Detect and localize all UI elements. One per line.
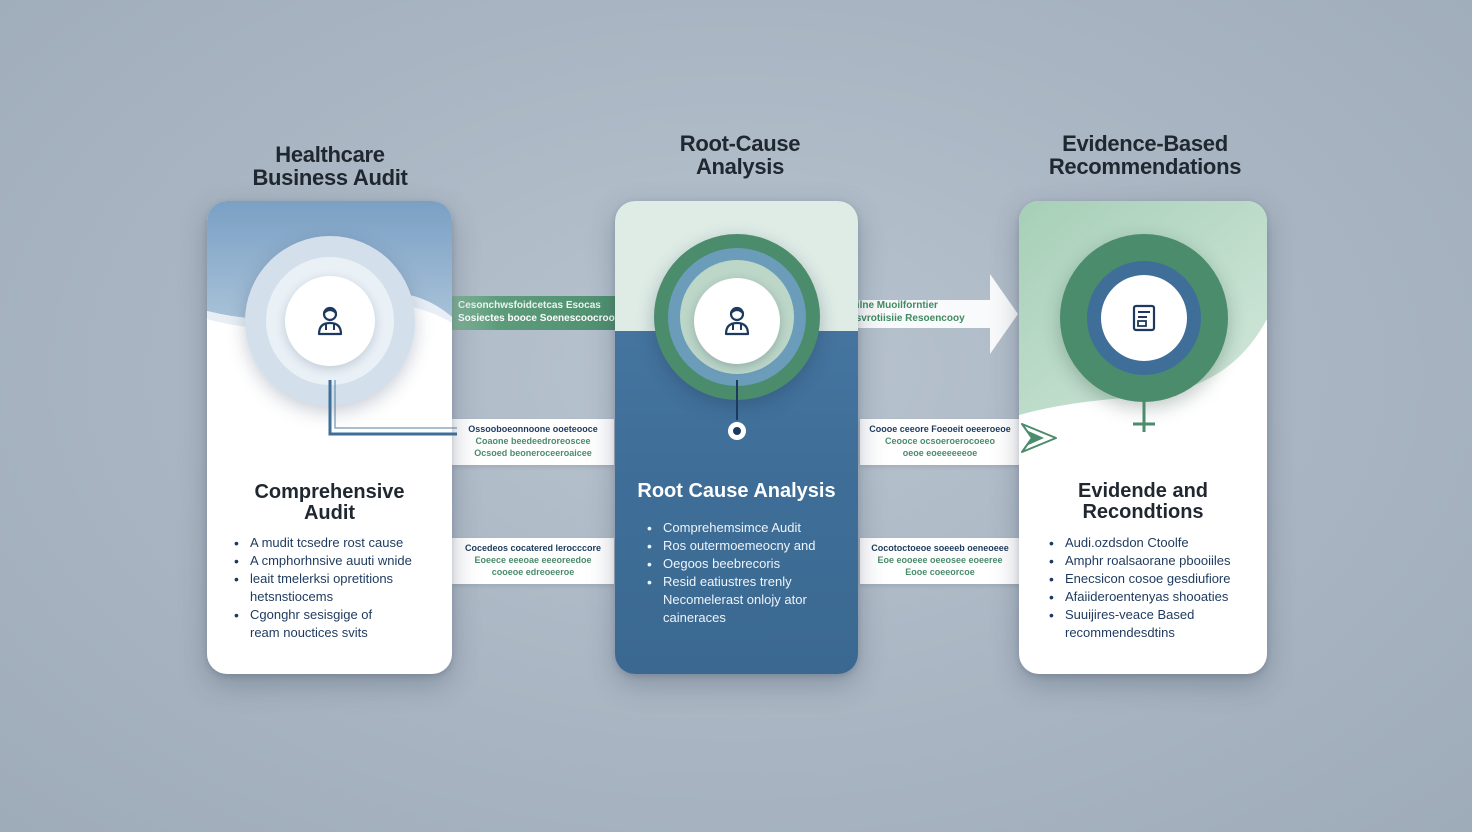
- connector-line: Eoeece eeeoae eeeoreedoe: [474, 555, 592, 565]
- card-audit-connector-line: [328, 380, 457, 436]
- banner-line: Bsess Bsecssvrotiisiie Resoencooy: [794, 313, 965, 324]
- list-item: recommendesdtins: [1065, 625, 1175, 640]
- list-item: A cmphorhnsive auuti wnide: [232, 552, 442, 570]
- connector-line: Coooe ceeore Foeoeit oeeeroeoe: [869, 424, 1011, 434]
- connector-line: Ceooce ocsoeroerocoeeo: [884, 436, 996, 446]
- stage-title-line: Evidence-Based: [1062, 131, 1228, 156]
- list-item: Cgonghr sesisgige of: [232, 606, 442, 624]
- list-item: Oegoos beebrecoris: [645, 555, 850, 573]
- list-item: Enecsicon cosoe gesdiufiore: [1047, 570, 1262, 588]
- document-icon: [1132, 304, 1156, 332]
- small-arrow-icon: [1021, 423, 1057, 453]
- card-heading-line: Evidende and: [1077, 480, 1209, 502]
- connector-line: Cocedeos cocatered lerocccore: [464, 543, 602, 553]
- connector-line: Eooe coeeorcoe: [905, 567, 975, 577]
- banner-line: Ecoocter socilne Muoilforntier: [794, 300, 938, 311]
- stage-title-line: Business Audit: [252, 165, 408, 190]
- card-audit-icon-disc: [285, 276, 375, 366]
- list-item: A mudit tcsedre rost cause: [232, 534, 442, 552]
- banner-line: Cesonchwsfoidcetcas Esocas: [458, 300, 601, 311]
- list-item: Amphr roalsaorane pbooiiles: [1047, 552, 1262, 570]
- card-root-cause-heading: Root Cause Analysis: [615, 481, 858, 502]
- card-audit-bullets: A mudit tcsedre rost cause A cmphorhnsiv…: [232, 534, 442, 642]
- doctor-icon: [724, 306, 750, 336]
- list-item: Resid eatiustres trenly: [645, 573, 850, 591]
- top-banner-right: Ecoocter socilne Muoilforntier Bsess Bse…: [794, 296, 984, 325]
- card-heading-line: Root Cause Analysis: [637, 480, 836, 502]
- connector-2-upper: Coooe ceeore Foeoeit oeeeroeoe Ceooce oc…: [860, 419, 1020, 465]
- list-item: Suuijires-veace Based: [1047, 606, 1262, 624]
- card-root-cause-bullets: Comprehemsimce Audit Ros outermoemeocny …: [645, 519, 850, 627]
- card-audit-heading: Comprehensive Audit: [207, 482, 452, 524]
- stage-title-root-cause: Root-Cause Analysis: [630, 132, 850, 178]
- card-heading-line: Recondtions: [1082, 501, 1204, 523]
- list-item: caineraces: [663, 610, 726, 625]
- card-root-cause-pin: [728, 380, 746, 440]
- connector-line: Coaone beedeedroreoscee: [475, 436, 591, 446]
- connector-line: Eoe eooeee oeeosee eoeeree: [877, 555, 1003, 565]
- doctor-icon: [317, 306, 343, 336]
- card-recommendations-icon-disc: [1101, 275, 1187, 361]
- card-root-cause-icon-disc: [694, 278, 780, 364]
- top-banner-left: Cesonchwsfoidcetcas Esocas Sosiectes boo…: [458, 296, 688, 325]
- connector-1-lower: Cocedeos cocatered lerocccore Eoeece eee…: [452, 538, 614, 584]
- stage-title-line: Recommendations: [1048, 154, 1242, 179]
- connector-line: Cocotoctoeoe soeeeb oeneoeee: [871, 543, 1009, 553]
- list-item: Ros outermoemeocny and: [645, 537, 850, 555]
- connector-line: cooeoe edreoeeroe: [491, 567, 575, 577]
- list-item: Afaiideroentenyas shooaties: [1047, 588, 1262, 606]
- flow-arrow-left-band: [410, 296, 660, 330]
- card-recommendations-bullets: Audi.ozdsdon Ctoolfe Amphr roalsaorane p…: [1047, 534, 1262, 642]
- connector-line: Ocsoed beoneroceeroaicee: [474, 448, 592, 458]
- stage-title-line: Analysis: [695, 154, 785, 179]
- connector-line: Ossooboeonnoone ooeteooce: [468, 424, 598, 434]
- list-item: Necomelerast onlojy ator: [663, 592, 807, 607]
- card-recommendations-heading: Evidende and Recondtions: [1019, 481, 1267, 523]
- connector-line: oeoe eoeeeeeeoe: [902, 448, 978, 458]
- card-heading-line: Audit: [303, 502, 356, 524]
- list-item: hetsnstiocems: [250, 589, 334, 604]
- list-item: leait tmelerksi opretitions: [232, 570, 442, 588]
- list-item: Audi.ozdsdon Ctoolfe: [1047, 534, 1262, 552]
- connector-1-upper: Ossooboeonnoone ooeteooce Coaone beedeed…: [452, 419, 614, 465]
- card-heading-line: Comprehensive: [254, 481, 405, 503]
- stage-title-line: Healthcare: [275, 142, 385, 167]
- stage-title-audit: Healthcare Business Audit: [220, 143, 440, 189]
- banner-line: Sosiectes booce Soenescoocrootcas oracep: [458, 313, 671, 324]
- list-item: ream nouctices svits: [250, 625, 368, 640]
- stage-title-line: Root-Cause: [679, 131, 801, 156]
- card-recommendations-plus-icon: [1133, 398, 1155, 432]
- stage-title-recommendations: Evidence-Based Recommendations: [1010, 132, 1280, 178]
- list-item: Comprehemsimce Audit: [645, 519, 850, 537]
- connector-2-lower: Cocotoctoeoe soeeeb oeneoeee Eoe eooeee …: [860, 538, 1020, 584]
